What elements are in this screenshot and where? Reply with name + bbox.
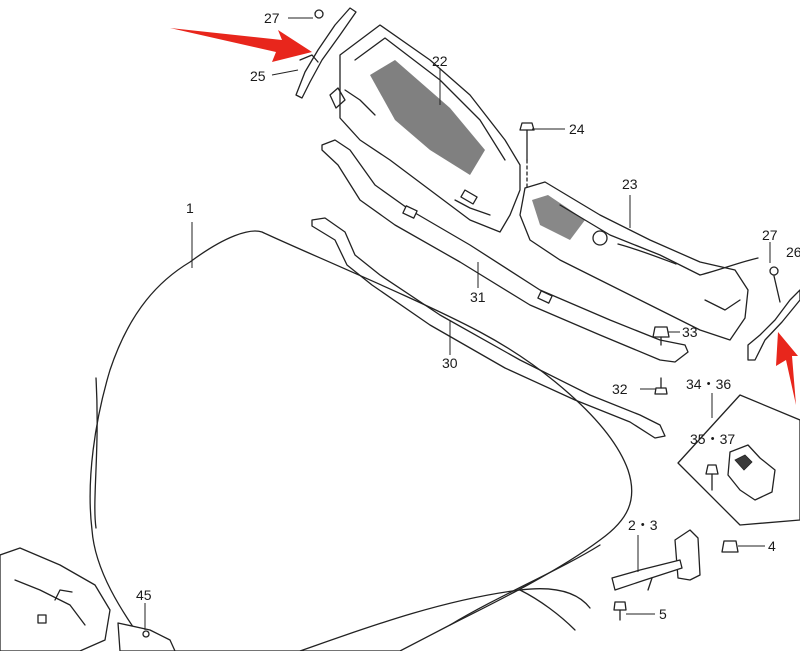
callout-4: 4 (768, 538, 776, 554)
cowl-side-panel (519, 181, 759, 341)
callout-27-right: 27 (762, 227, 778, 243)
bolt-4 (721, 540, 739, 553)
clip-45 (117, 622, 176, 651)
callout-1: 1 (186, 200, 194, 216)
callout-35-37: 35・37 (690, 431, 735, 447)
callout-33: 33 (682, 324, 698, 340)
seal-strip-31 (321, 139, 689, 363)
hood-stop-detail (677, 394, 800, 526)
bolt-5 (613, 601, 627, 621)
callout-34-36: 34・36 (686, 376, 731, 392)
callout-5: 5 (659, 606, 667, 622)
callout-2-3: 2・3 (628, 517, 658, 533)
bolt-33 (652, 326, 670, 346)
callout-23: 23 (622, 176, 638, 192)
callout-26: 26 (786, 244, 800, 260)
wiper-arm-right (747, 266, 800, 361)
hood-hinge (611, 529, 701, 591)
callout-30: 30 (442, 355, 458, 371)
callout-32: 32 (612, 381, 628, 397)
wiper-arm-left (295, 7, 357, 99)
callout-27-left: 27 (264, 10, 280, 26)
bolt-24 (519, 122, 535, 191)
leader-lines (144, 17, 771, 630)
red-arrow-right-icon (776, 332, 798, 405)
red-arrow-left-icon (170, 28, 312, 62)
callout-31: 31 (470, 289, 486, 305)
seal-strip-30 (311, 217, 666, 439)
hood-panel (89, 230, 633, 651)
callout-25: 25 (250, 68, 266, 84)
callout-24: 24 (569, 121, 585, 137)
callout-45: 45 (136, 587, 152, 603)
callout-22: 22 (432, 53, 448, 69)
cowl-top-panel (329, 24, 521, 233)
hood-insulator (0, 547, 111, 651)
bolt-32 (654, 377, 668, 395)
